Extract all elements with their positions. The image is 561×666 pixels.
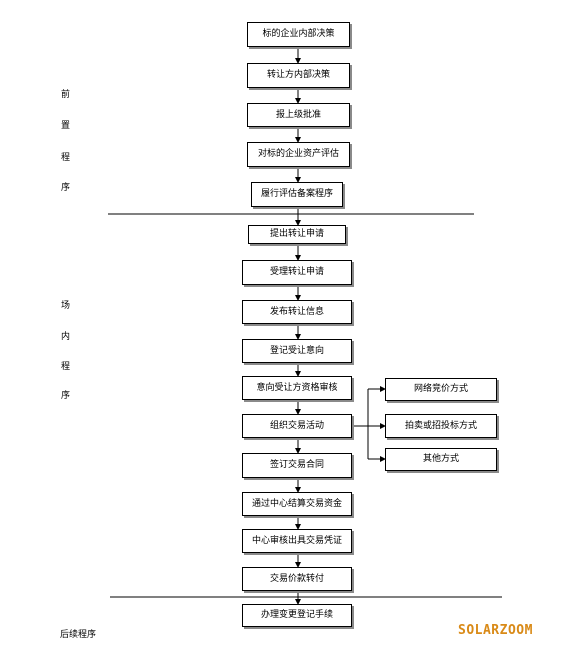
phase-inside-char-1: 场 <box>61 301 71 311</box>
phase-pre-char-4: 序 <box>61 183 71 193</box>
step-box-5: 履行评估备案程序 <box>251 182 343 207</box>
method-box-1: 网络竞价方式 <box>385 378 497 401</box>
step-box-1: 标的企业内部决策 <box>247 22 350 47</box>
phase-inside-char-3: 程 <box>61 362 71 372</box>
step-box-8: 发布转让信息 <box>242 300 352 324</box>
method-branch-lines <box>353 386 386 462</box>
method-box-3: 其他方式 <box>385 448 497 471</box>
step-box-11: 组织交易活动 <box>242 414 352 438</box>
method-box-2: 拍卖或招投标方式 <box>385 414 497 438</box>
step-box-10: 意向受让方资格审核 <box>242 376 352 400</box>
step-box-7: 受理转让申请 <box>242 260 352 285</box>
step-box-3: 报上级批准 <box>247 103 350 127</box>
step-box-12: 签订交易合同 <box>242 453 352 478</box>
phase-inside-char-2: 内 <box>61 332 71 342</box>
step-box-2: 转让方内部决策 <box>247 63 350 88</box>
phase-pre-char-1: 前 <box>61 90 71 100</box>
step-box-6: 提出转让申请 <box>248 225 346 244</box>
step-box-13: 通过中心结算交易资金 <box>242 492 352 516</box>
step-box-15: 交易价款转付 <box>242 567 352 591</box>
phase-pre-char-2: 置 <box>61 121 71 131</box>
phase-pre-char-3: 程 <box>61 153 71 163</box>
step-box-4: 对标的企业资产评估 <box>247 142 350 167</box>
step-box-9: 登记受让意向 <box>242 339 352 363</box>
phase-post-label: 后续程序 <box>60 630 97 640</box>
phase-inside-char-4: 序 <box>61 391 71 401</box>
brand-logo: SOLARZOOM <box>458 623 533 638</box>
step-box-14: 中心审核出具交易凭证 <box>242 529 352 553</box>
step-box-16: 办理变更登记手续 <box>242 604 352 627</box>
